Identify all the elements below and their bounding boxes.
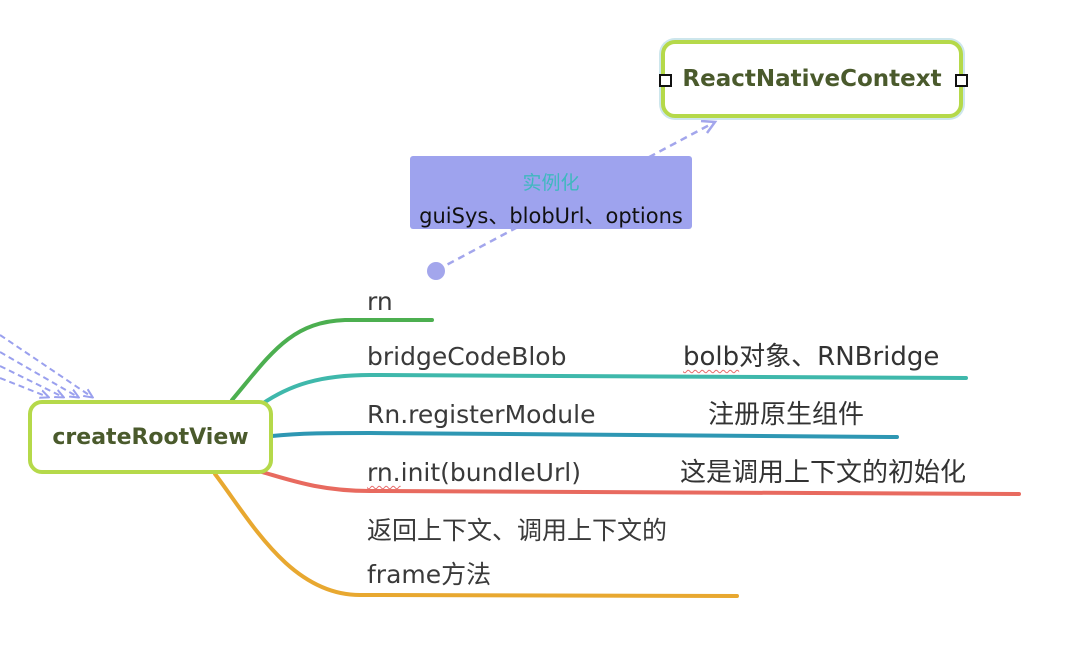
branch-label-bridgecodeblob[interactable]: bridgeCodeBlob (367, 342, 567, 371)
context-node-label: ReactNativeContext (682, 66, 942, 92)
context-node[interactable]: ReactNativeContext (661, 40, 963, 118)
branch-note-bridgecodeblob: bolb对象、RNBridge (683, 344, 939, 370)
branch-label-return-context-line2[interactable]: frame方法 (367, 560, 492, 589)
root-node[interactable]: createRootView (28, 400, 273, 474)
callout-subtitle: guiSys、blobUrl、options (419, 204, 683, 228)
branch-label-registermodule[interactable]: Rn.registerModule (367, 400, 596, 429)
left-resize-handle[interactable] (659, 74, 672, 87)
branch-line-bridgecodeblob (260, 372, 968, 406)
right-resize-handle[interactable] (955, 74, 968, 87)
note-part-rest: 对象、RNBridge (739, 342, 940, 372)
label-part-rn: rn. (367, 458, 401, 487)
incoming-arrows (0, 334, 92, 397)
root-node-label: createRootView (52, 424, 249, 450)
branch-label-return-context-line1[interactable]: 返回上下文、调用上下文的 (367, 516, 668, 545)
branch-line-rn (230, 318, 434, 402)
branch-line-registermodule (270, 430, 899, 439)
branch-label-rninit[interactable]: rn.init(bundleUrl) (367, 460, 581, 485)
branch-label-rn[interactable]: rn (367, 287, 393, 316)
branch-line-return-context (213, 472, 739, 598)
branch-line-rninit (260, 470, 1021, 496)
branch-note-rninit: 这是调用上下文的初始化 (680, 458, 967, 488)
instantiation-callout[interactable]: 实例化 guiSys、blobUrl、options (410, 156, 692, 229)
callout-title: 实例化 (522, 172, 580, 194)
branch-note-registermodule: 注册原生组件 (708, 400, 865, 430)
label-part-init: init(bundleUrl) (400, 458, 581, 487)
note-part-bolb: bolb (683, 342, 740, 372)
